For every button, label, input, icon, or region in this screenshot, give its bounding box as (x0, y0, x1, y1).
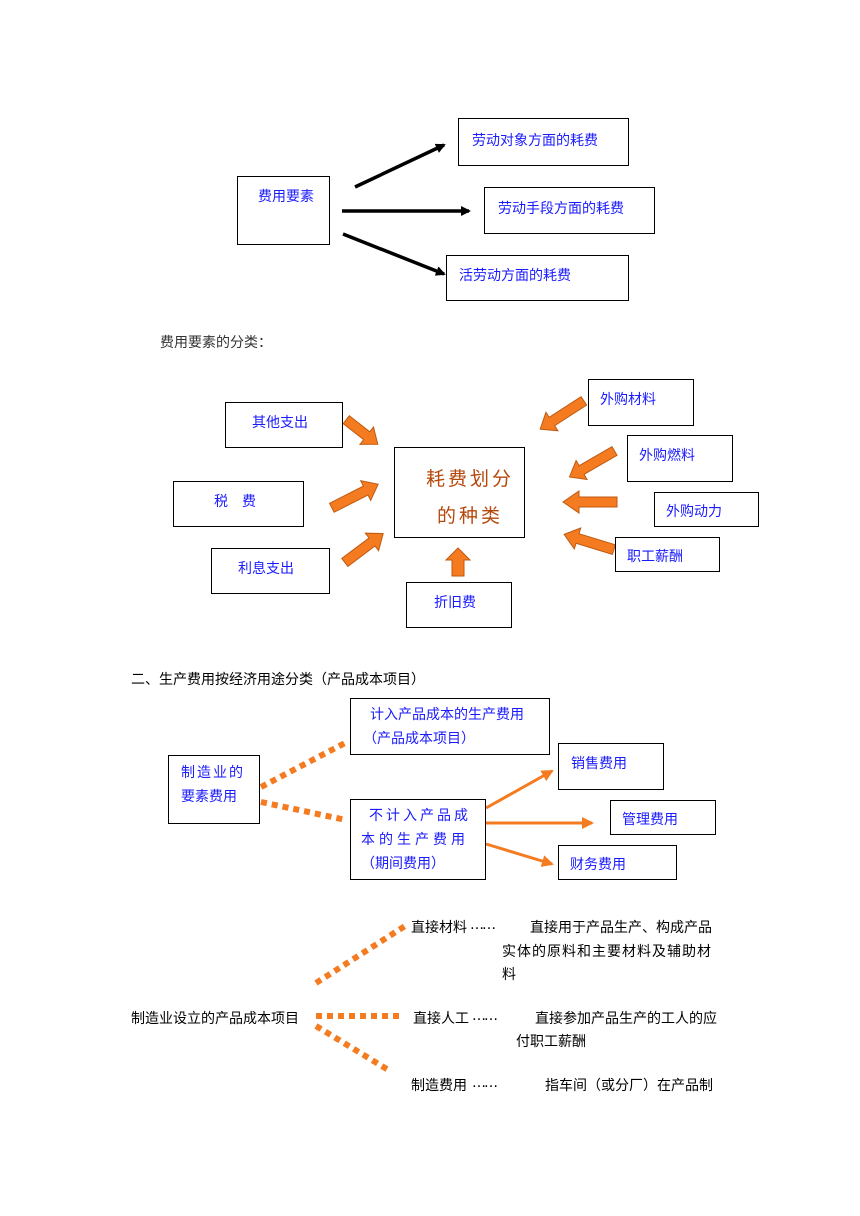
admin-expense-label: 管理费用 (622, 812, 678, 828)
direct-materials-desc-line1: 直接用于产品生产、构成产品 (530, 920, 712, 936)
salary-box: 职工薪酬 (615, 537, 720, 572)
direct-labor-dots: …… (472, 1008, 498, 1024)
direct-materials-desc-line3: 料 (502, 967, 516, 983)
labor-object-label: 劳动对象方面的耗费 (472, 133, 598, 149)
cost-element-box: 费用要素 (237, 176, 330, 245)
mfg-element-cost-box: 制造业的 要素费用 (168, 755, 260, 824)
other-expense-label: 其他支出 (252, 415, 308, 431)
interest-expense-label: 利息支出 (238, 561, 294, 577)
overhead-term: 制造费用 (411, 1078, 467, 1094)
product-cost-items-root: 制造业设立的产品成本项目 (131, 1011, 299, 1027)
dotted-to-direct-materials (314, 923, 407, 986)
block-arrow-materials (539, 395, 588, 432)
overhead-desc-line1: 指车间（或分厂）在产品制 (545, 1078, 713, 1094)
interest-expense-box: 利息支出 (211, 548, 330, 594)
direct-materials-dots: …… (470, 917, 496, 933)
sales-expense-box: 销售费用 (558, 743, 664, 790)
labor-means-box: 劳动手段方面的耗费 (484, 187, 655, 234)
purchased-materials-label: 外购材料 (600, 392, 656, 408)
dotted-to-overhead (314, 1023, 392, 1074)
direct-materials-term: 直接材料 (411, 920, 467, 936)
purchased-fuel-box: 外购燃料 (627, 435, 733, 482)
arrow-to-sales (485, 769, 554, 810)
consumption-type-box: 耗费划分 的种类 (394, 447, 525, 538)
block-arrow-power (562, 490, 618, 514)
finance-expense-label: 财务费用 (570, 857, 626, 873)
sales-expense-label: 销售费用 (571, 756, 627, 772)
other-expense-box: 其他支出 (225, 402, 343, 448)
consumption-type-title-line1: 耗费划分 (426, 468, 515, 490)
arrow-to-labor-object (354, 143, 446, 189)
excluded-cost-box: 不计入产品成 本的生产费用 （期间费用） (350, 799, 486, 880)
excluded-cost-line3: （期间费用） (361, 856, 445, 872)
block-arrow-interest (341, 532, 384, 568)
classification-caption: 费用要素的分类： (160, 335, 272, 351)
dotted-to-included (259, 740, 347, 790)
arrow-to-finance (485, 842, 554, 867)
depreciation-label: 折旧费 (434, 595, 476, 611)
labor-object-box: 劳动对象方面的耗费 (458, 118, 629, 166)
mfg-element-cost-line1: 制造业的 (181, 765, 245, 781)
direct-labor-term: 直接人工 (413, 1011, 469, 1027)
purchased-power-box: 外购动力 (654, 492, 759, 527)
block-arrow-depreciation (444, 547, 472, 577)
block-arrow-tax (328, 480, 379, 513)
dotted-to-excluded (260, 799, 347, 823)
cost-element-label: 费用要素 (258, 189, 314, 205)
excluded-cost-line2: 本的生产费用 (361, 832, 469, 848)
included-cost-line2: （产品成本项目） (363, 731, 475, 747)
block-arrow-fuel (568, 445, 618, 481)
living-labor-label: 活劳动方面的耗费 (459, 268, 571, 284)
purchased-fuel-label: 外购燃料 (639, 448, 695, 464)
tax-box: 税 费 (173, 481, 304, 527)
overhead-dots: …… (472, 1075, 498, 1091)
direct-labor-desc-line2: 付职工薪酬 (516, 1034, 586, 1050)
tax-label: 税 费 (214, 494, 256, 510)
direct-labor-desc-line1: 直接参加产品生产的工人的应 (535, 1011, 717, 1027)
mfg-element-cost-line2: 要素费用 (181, 789, 237, 805)
included-cost-box: 计入产品成本的生产费用 （产品成本项目） (350, 698, 550, 755)
arrow-to-living-labor (342, 232, 446, 276)
section3-heading: 二、生产费用按经济用途分类（产品成本项目） (131, 672, 425, 688)
consumption-type-title-line2: 的种类 (437, 505, 504, 527)
block-arrow-other-expense (342, 415, 379, 445)
direct-materials-desc-line2: 实体的原料和主要材料及辅助材 (502, 944, 712, 960)
excluded-cost-line1: 不计入产品成 (369, 808, 471, 824)
labor-means-label: 劳动手段方面的耗费 (498, 201, 624, 217)
block-arrow-salary (563, 527, 616, 556)
admin-expense-box: 管理费用 (610, 800, 716, 835)
living-labor-box: 活劳动方面的耗费 (446, 255, 629, 301)
purchased-power-label: 外购动力 (666, 504, 722, 520)
purchased-materials-box: 外购材料 (588, 379, 694, 426)
salary-label: 职工薪酬 (627, 549, 683, 565)
finance-expense-box: 财务费用 (558, 845, 677, 880)
included-cost-line1: 计入产品成本的生产费用 (370, 707, 524, 723)
depreciation-box: 折旧费 (406, 582, 512, 628)
